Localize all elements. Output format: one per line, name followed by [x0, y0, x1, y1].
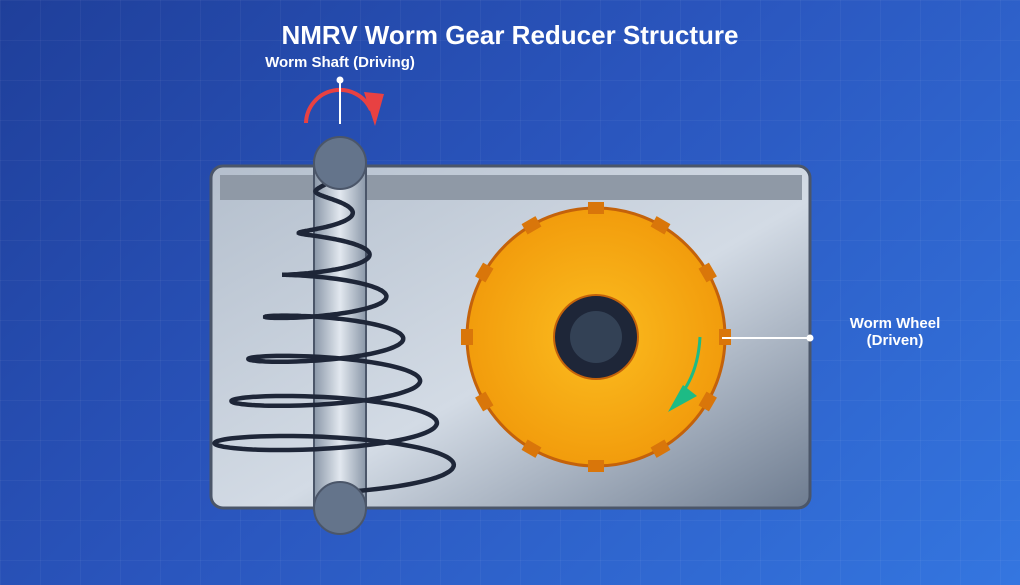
- worm-shaft-label: Worm Shaft (Driving): [265, 54, 415, 71]
- wheel-tooth: [650, 216, 671, 235]
- wheel-bore: [570, 311, 622, 363]
- worm-wheel-label-line2: (Driven): [866, 332, 924, 349]
- worm-coil: [212, 179, 457, 496]
- wheel-rotation-arrowhead: [668, 385, 697, 412]
- worm-wheel-label: Worm Wheel (Driven): [830, 315, 960, 349]
- shaft-bottom-end: [313, 481, 367, 535]
- wheel-tooth: [461, 329, 473, 345]
- wheel-tooth: [475, 262, 494, 283]
- wheel-tooth: [521, 216, 542, 235]
- wheel-tooth: [650, 439, 671, 458]
- worm-shaft: [212, 136, 457, 535]
- worm-wheel-label-line1: Worm Wheel: [849, 315, 941, 332]
- wheel-tooth: [475, 391, 494, 412]
- shaft-rotation-arrowhead: [364, 92, 384, 126]
- wheel-tooth: [521, 439, 542, 458]
- shaft-rotation-indicator: [304, 76, 384, 126]
- wheel-leader-dot: [806, 334, 814, 342]
- wheel-tooth: [588, 202, 604, 214]
- wheel-tooth: [588, 460, 604, 472]
- page-title: NMRV Worm Gear Reducer Structure: [281, 20, 739, 50]
- wheel-teeth: [461, 202, 731, 472]
- wheel-tooth: [698, 262, 717, 283]
- wheel-tooth: [698, 391, 717, 412]
- shaft-top-end: [313, 136, 367, 190]
- housing-top-bar: [220, 175, 802, 200]
